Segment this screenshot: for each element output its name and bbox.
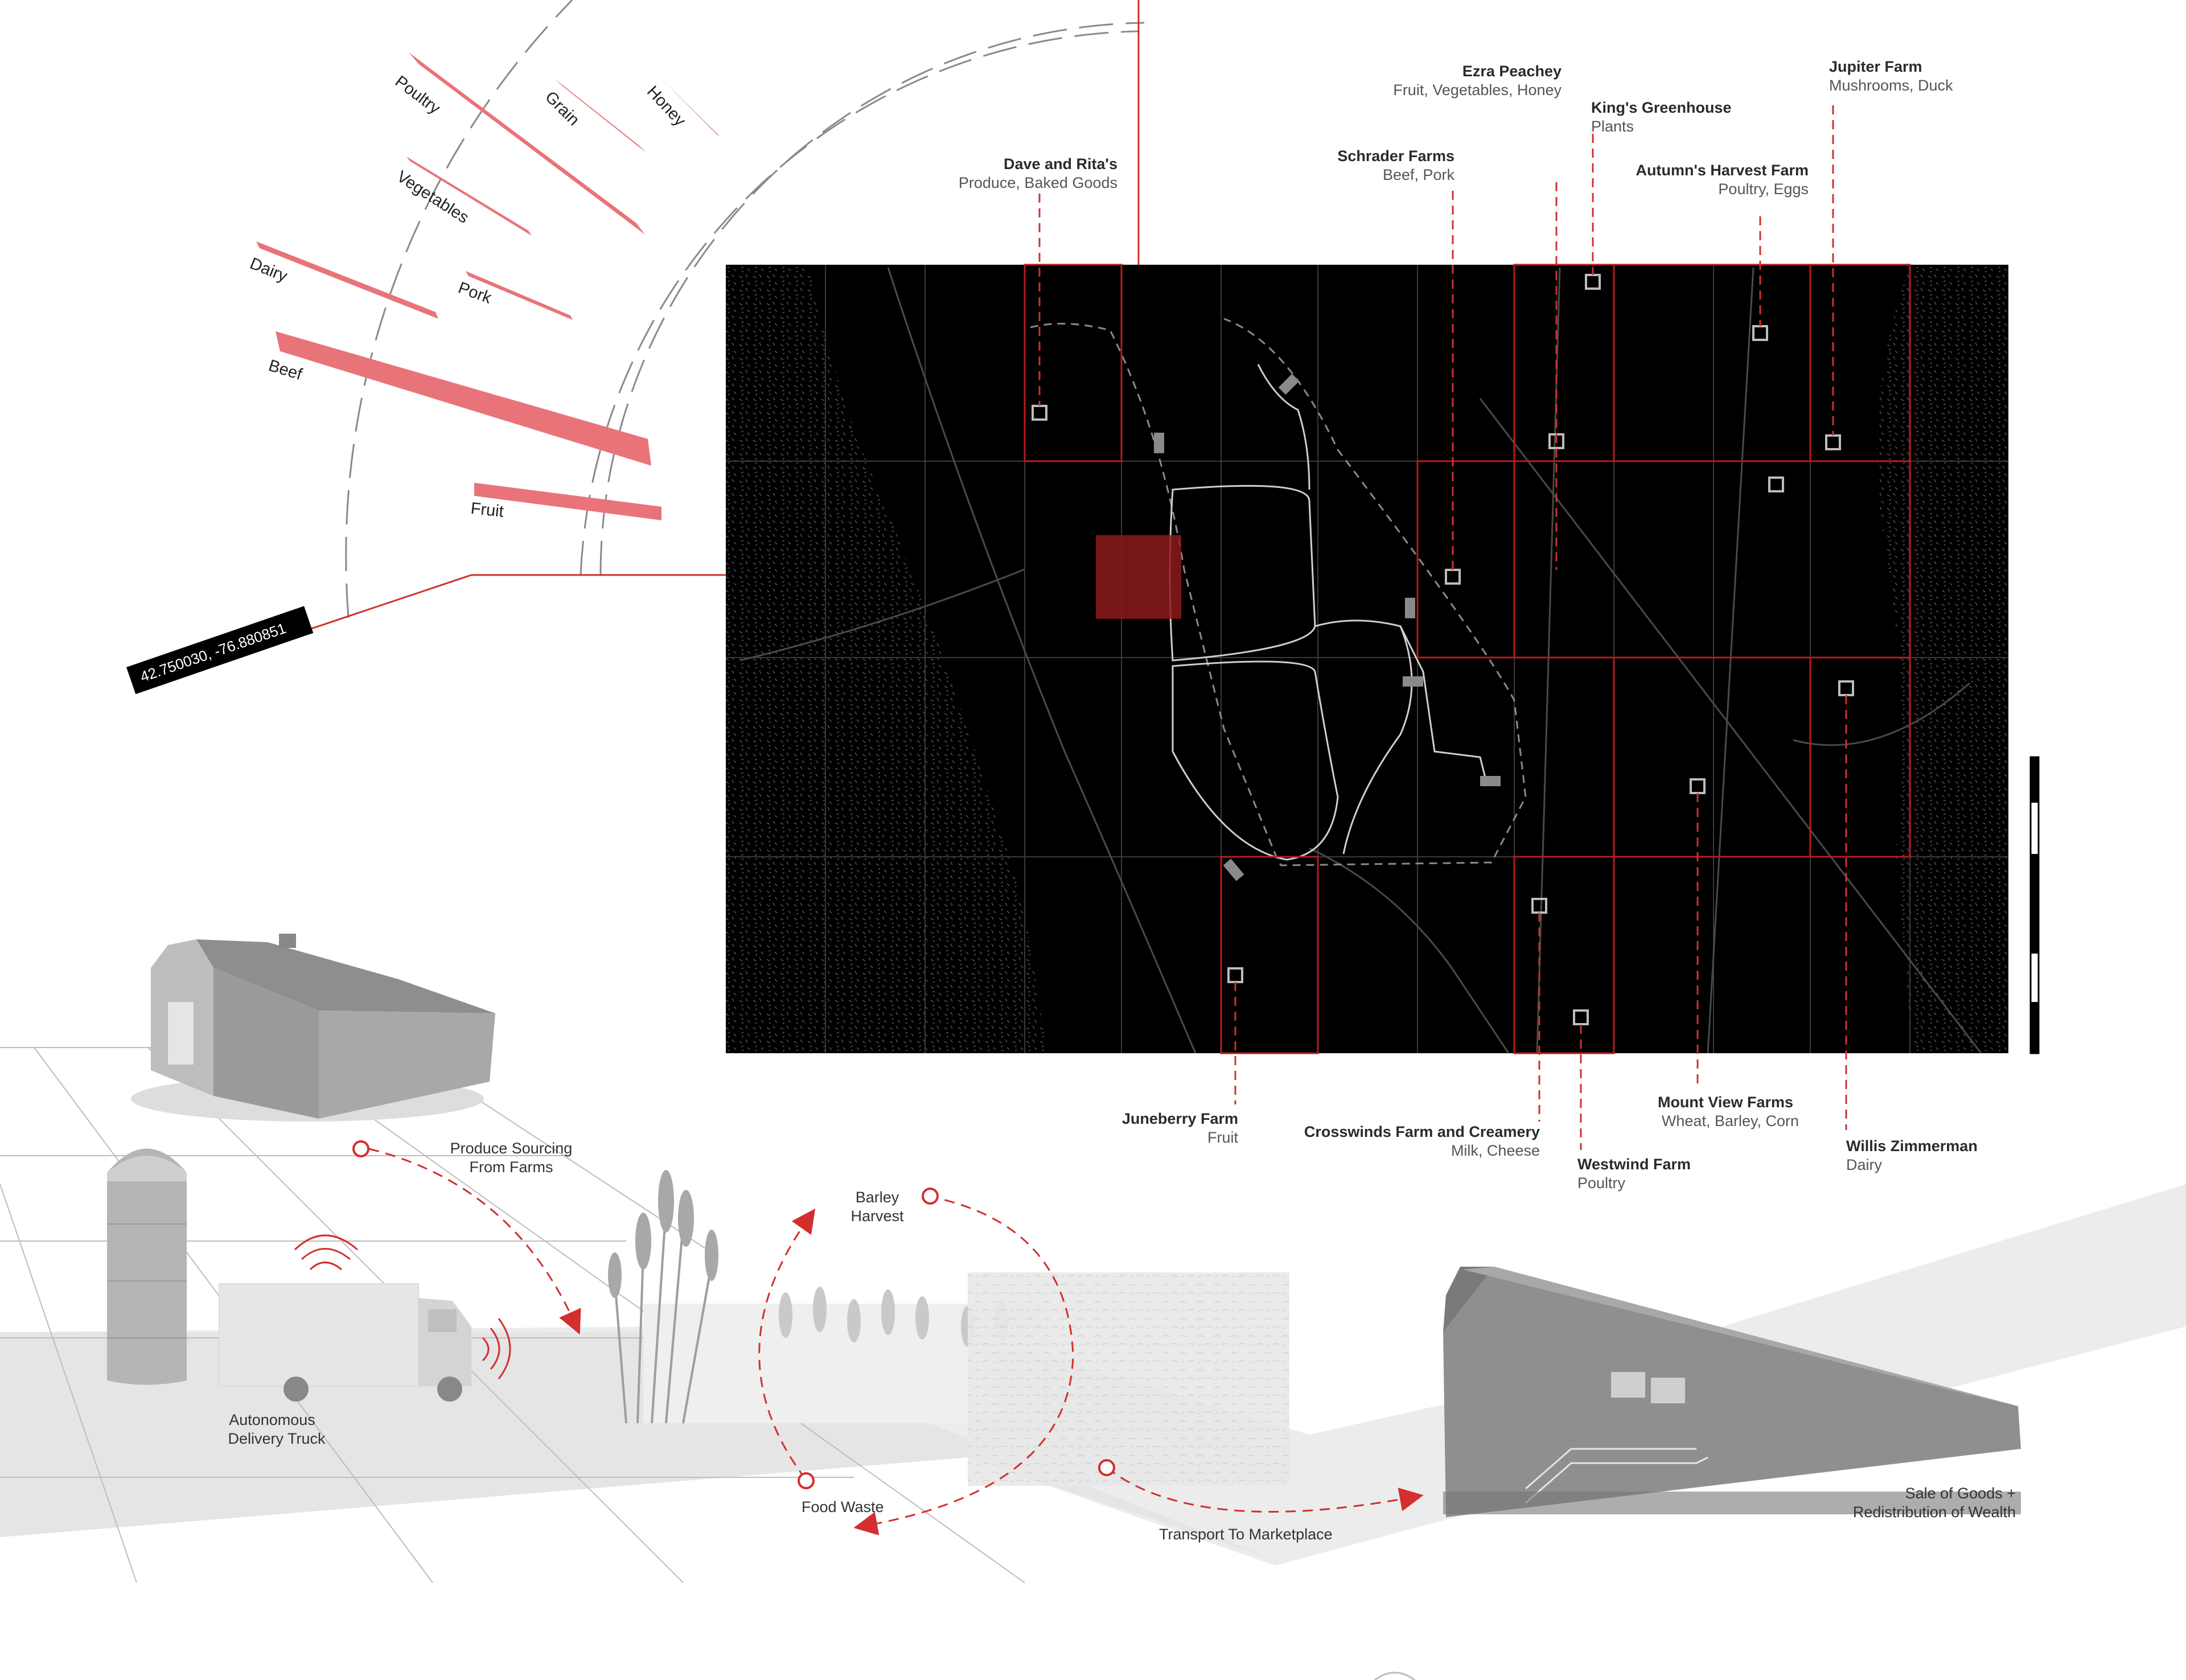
label-grain: Grain (541, 88, 583, 129)
silo-image (107, 1148, 187, 1385)
farm-ezra-peachey: Ezra Peachey Fruit, Vegetables, Honey (1393, 63, 1562, 98)
svg-text:Produce Sourcing: Produce Sourcing (450, 1140, 573, 1157)
svg-text:Mount View Farms: Mount View Farms (1658, 1094, 1793, 1111)
farm-labels: Dave and Rita's Produce, Baked Goods Ezr… (959, 58, 1978, 1192)
bar-fruit (474, 483, 661, 520)
bar-dairy (256, 241, 438, 319)
coordinate-tag: 42.750030, -76.880851 (126, 606, 314, 695)
svg-text:Redistribution of Wealth: Redistribution of Wealth (1853, 1504, 2016, 1521)
label-poultry: Poultry (392, 72, 444, 118)
svg-text:Dave and Rita's: Dave and Rita's (1004, 155, 1117, 172)
farm-mount-view: Mount View Farms Wheat, Barley, Corn (1658, 1094, 1799, 1129)
farm-dave-and-ritas: Dave and Rita's Produce, Baked Goods (959, 155, 1117, 191)
scale-bar (2029, 756, 2040, 1054)
svg-text:Schrader Farms: Schrader Farms (1337, 147, 1454, 165)
coordinate-text: 42.750030, -76.880851 (138, 619, 288, 685)
farm-crosswinds: Crosswinds Farm and Creamery Milk, Chees… (1304, 1123, 1540, 1159)
flow-arrows (368, 1148, 1424, 1535)
svg-text:Harvest: Harvest (850, 1207, 904, 1225)
bar-beef (276, 331, 651, 466)
bar-pork (466, 271, 573, 320)
site-highlight (1096, 535, 1181, 619)
svg-text:Fruit, Vegetables, Honey: Fruit, Vegetables, Honey (1393, 81, 1562, 98)
svg-text:Willis Zimmerman: Willis Zimmerman (1846, 1137, 1978, 1155)
label-barley-harvest: Barley Harvest (850, 1189, 904, 1225)
bar-vegetables (406, 157, 532, 236)
svg-text:Plants: Plants (1591, 118, 1634, 135)
signal-waves (294, 1234, 511, 1379)
svg-text:Jupiter Farm: Jupiter Farm (1829, 58, 1922, 75)
svg-text:Juneberry Farm: Juneberry Farm (1122, 1110, 1238, 1127)
svg-text:From Farms: From Farms (470, 1159, 553, 1176)
svg-text:Produce, Baked Goods: Produce, Baked Goods (959, 174, 1117, 191)
svg-text:King's Greenhouse: King's Greenhouse (1591, 99, 1731, 116)
svg-text:Wheat, Barley, Corn: Wheat, Barley, Corn (1662, 1112, 1799, 1129)
svg-text:Ezra Peachey: Ezra Peachey (1462, 63, 1562, 80)
svg-text:Poultry: Poultry (1577, 1174, 1626, 1192)
farm-jupiter-farm: Jupiter Farm Mushrooms, Duck (1829, 58, 1953, 94)
svg-text:Milk, Cheese: Milk, Cheese (1451, 1142, 1540, 1159)
farm-juneberry-farm: Juneberry Farm Fruit (1122, 1110, 1239, 1146)
delivery-truck-image (219, 1283, 471, 1402)
svg-text:Barley: Barley (856, 1189, 899, 1206)
farm-westwind-farm: Westwind Farm Poultry (1577, 1156, 1691, 1192)
site-map (726, 264, 2008, 1054)
farm-schrader-farms: Schrader Farms Beef, Pork (1337, 147, 1454, 183)
map-texture-left (726, 265, 1047, 1053)
barn-image (131, 934, 495, 1122)
svg-text:Crosswinds Farm and Creamery: Crosswinds Farm and Creamery (1304, 1123, 1540, 1140)
label-delivery-truck: Autonomous Delivery Truck (228, 1411, 326, 1447)
svg-text:Autonomous: Autonomous (229, 1411, 315, 1428)
farm-leaders (1038, 105, 1847, 1150)
label-transport: Transport To Marketplace (1159, 1526, 1333, 1543)
label-honey: Honey (643, 83, 689, 130)
label-vegetables: Vegetables (393, 167, 472, 227)
radial-bars (256, 52, 720, 520)
farm-willis-zimmerman: Willis Zimmerman Dairy (1846, 1137, 1978, 1173)
bottom-arc (1374, 1671, 1415, 1680)
svg-text:Poultry, Eggs: Poultry, Eggs (1718, 180, 1809, 198)
svg-text:Beef, Pork: Beef, Pork (1383, 166, 1455, 183)
svg-text:Westwind Farm: Westwind Farm (1577, 1156, 1691, 1173)
flow-labels: Produce Sourcing From Farms Barley Harve… (228, 1140, 2016, 1543)
svg-text:Dairy: Dairy (1846, 1156, 1883, 1173)
farm-kings-greenhouse: King's Greenhouse Plants (1591, 99, 1731, 135)
svg-text:Autumn's Harvest Farm: Autumn's Harvest Farm (1636, 162, 1809, 179)
flow-nodes (352, 1140, 1115, 1489)
label-dairy: Dairy (247, 254, 290, 286)
svg-text:Fruit: Fruit (1207, 1129, 1238, 1146)
label-food-waste: Food Waste (802, 1498, 884, 1515)
svg-text:Delivery Truck: Delivery Truck (228, 1430, 326, 1447)
market-building-image (1443, 1267, 2021, 1517)
compost-texture (968, 1272, 1289, 1486)
bar-grain (555, 79, 646, 153)
label-produce-sourcing: Produce Sourcing From Farms (450, 1140, 573, 1176)
farm-autumns-harvest: Autumn's Harvest Farm Poultry, Eggs (1636, 162, 1809, 198)
bar-poultry (409, 52, 645, 235)
label-sale-of-goods: Sale of Goods + Redistribution of Wealth (1853, 1485, 2016, 1521)
svg-text:Mushrooms, Duck: Mushrooms, Duck (1829, 77, 1953, 94)
label-fruit: Fruit (470, 499, 504, 521)
svg-text:Sale of Goods +: Sale of Goods + (1905, 1485, 2016, 1502)
radial-arcs (345, 0, 1145, 618)
label-beef: Beef (266, 356, 305, 384)
